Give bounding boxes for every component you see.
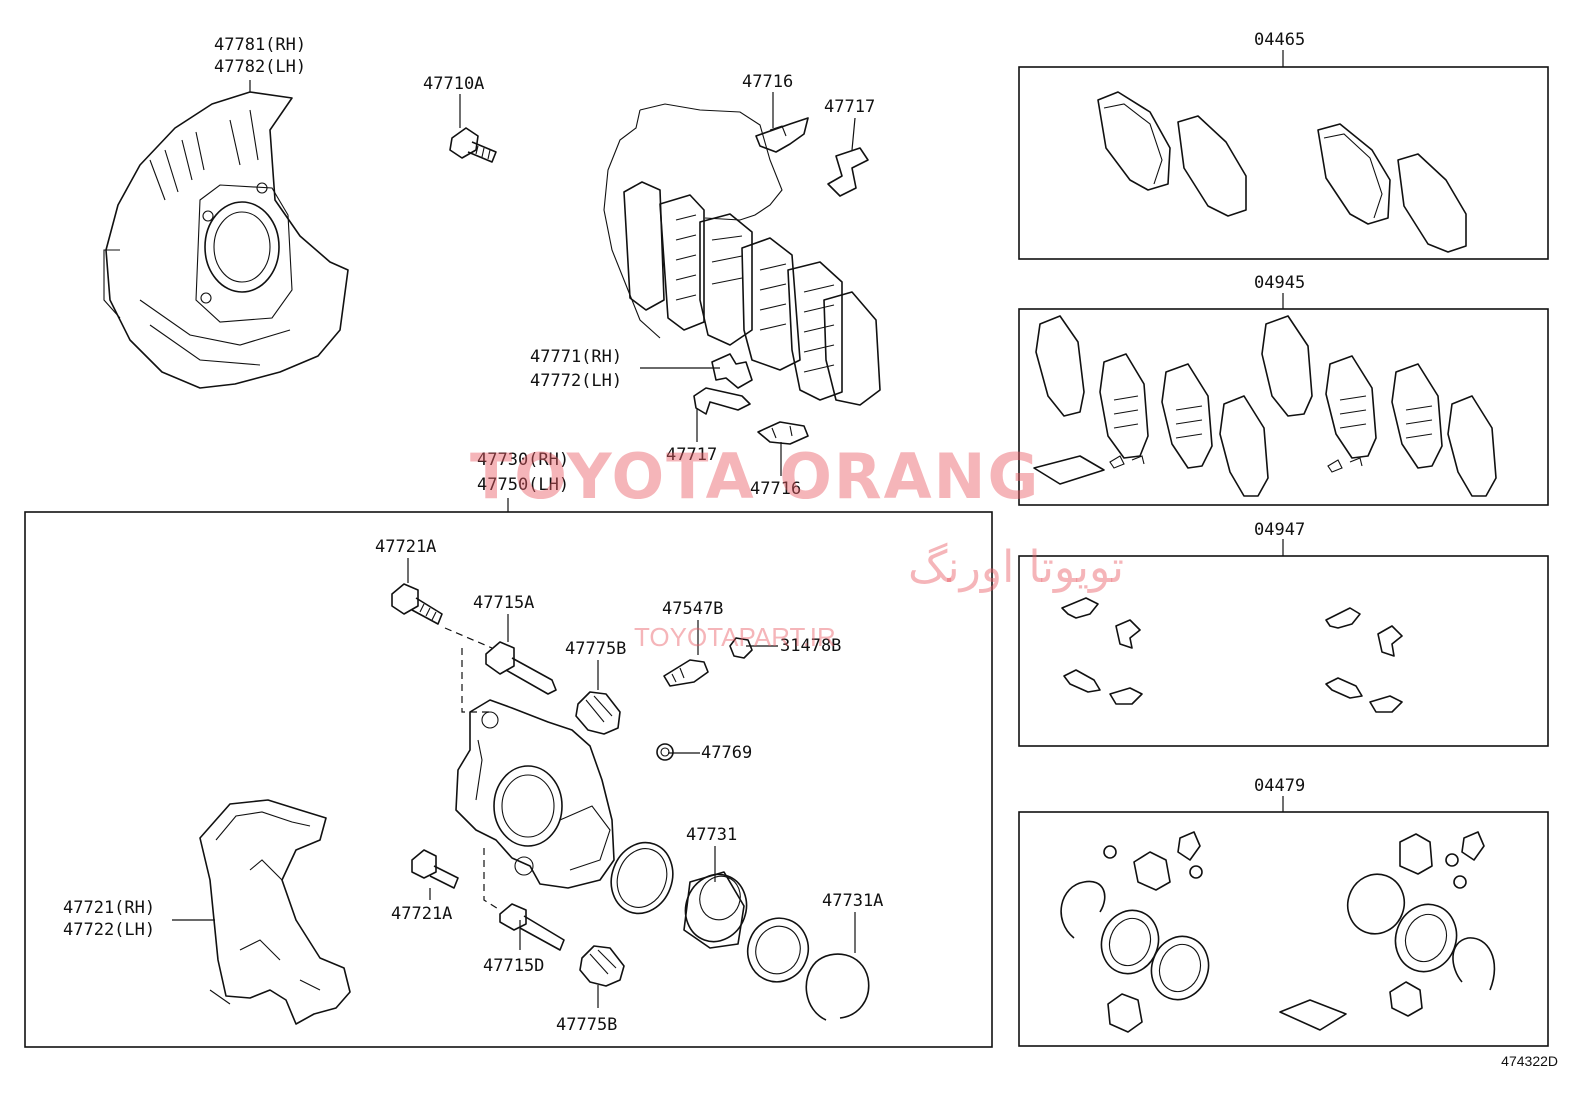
label-47716-bottom: 47716 — [750, 479, 801, 499]
anti-squeal-clip-47716-top — [755, 117, 809, 153]
anti-squeal-clip-47716-bottom — [757, 421, 809, 445]
kit-04947-parts — [1061, 597, 1403, 713]
cylinder-boot-part — [746, 917, 810, 983]
brake-pad-set-part — [603, 103, 881, 406]
label-47771: 47771(RH) — [530, 347, 622, 367]
label-47775b-top: 47775B — [565, 639, 626, 659]
label-47717-top: 47717 — [824, 97, 875, 117]
label-47731a: 47731A — [822, 891, 883, 911]
kit-frame-04945 — [1018, 308, 1549, 506]
bush-47769-part — [656, 743, 674, 761]
label-47781: 47781(RH) — [214, 35, 306, 55]
label-47715d: 47715D — [483, 956, 544, 976]
set-ring-47731a-part — [805, 953, 870, 1021]
label-kit-04947: 04947 — [1254, 520, 1305, 540]
label-47775b-bottom: 47775B — [556, 1015, 617, 1035]
label-47730: 47730(RH) — [477, 450, 569, 470]
label-47750: 47750(LH) — [477, 475, 569, 495]
bolt-47710a-part — [449, 127, 497, 163]
figure-code: 474322D — [1501, 1053, 1558, 1069]
label-kit-04479: 04479 — [1254, 776, 1305, 796]
bolt-47721a-top-part — [391, 583, 443, 625]
label-47721a-bottom: 47721A — [391, 904, 452, 924]
piston-part — [683, 871, 748, 949]
kit-04479-parts — [1060, 831, 1496, 1033]
watermark-brand-latin: TOYOTA ORANG — [470, 440, 1040, 513]
anti-rattle-clip-47717-bottom — [693, 387, 751, 415]
cylinder-body-part — [455, 699, 615, 889]
bleeder-plug-47547b-part — [663, 659, 709, 687]
label-31478b: 31478B — [780, 636, 841, 656]
cylinder-mounting-part — [199, 799, 351, 1025]
anti-squeal-shim-part — [711, 353, 753, 389]
label-47715a: 47715A — [473, 593, 534, 613]
slide-pin-47715d-part — [499, 903, 565, 951]
label-47722: 47722(LH) — [63, 920, 155, 940]
label-47721: 47721(RH) — [63, 898, 155, 918]
label-47721a-top: 47721A — [375, 537, 436, 557]
label-47547b: 47547B — [662, 599, 723, 619]
kit-04465-parts — [1097, 91, 1467, 253]
kit-frame-04465 — [1018, 66, 1549, 260]
bleeder-cap-31478b-part — [729, 637, 753, 659]
bolt-47721a-bottom-part — [411, 849, 459, 889]
watermark-site: TOYOTAPART.IR — [634, 622, 836, 652]
anti-rattle-clip-47717-top — [827, 147, 869, 197]
watermark-brand-persian: تویوتا اورنگ — [908, 542, 1124, 593]
label-47716-top: 47716 — [742, 72, 793, 92]
label-47717-bottom: 47717 — [666, 445, 717, 465]
boot-47775b-bottom-part — [579, 945, 625, 987]
label-kit-04465: 04465 — [1254, 30, 1305, 50]
piston-seal-part — [610, 841, 674, 915]
label-47772: 47772(LH) — [530, 371, 622, 391]
kit-04945-parts — [1033, 315, 1497, 497]
label-47731: 47731 — [686, 825, 737, 845]
label-47769: 47769 — [701, 743, 752, 763]
label-47782: 47782(LH) — [214, 57, 306, 77]
label-47710a: 47710A — [423, 74, 484, 94]
label-kit-04945: 04945 — [1254, 273, 1305, 293]
slide-pin-47715a-part — [485, 641, 557, 695]
dust-shield-part — [103, 91, 349, 389]
boot-47775b-top-part — [575, 691, 621, 735]
